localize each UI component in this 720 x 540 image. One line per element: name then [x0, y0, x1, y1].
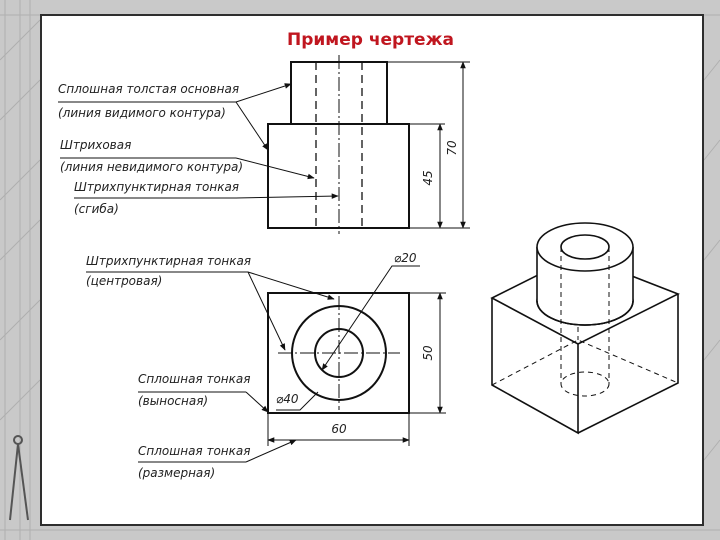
- label-thin-extension: Сплошная тонкая: [138, 372, 251, 386]
- isometric-view: [490, 222, 680, 435]
- label-dashdot-bend: Штрихпунктирная тонкая: [74, 180, 240, 194]
- page-title: Пример чертежа: [287, 30, 454, 50]
- iso-box-left: [491, 298, 579, 435]
- dimension-70: 70: [445, 140, 459, 156]
- label-main-line-text: Сплошная толстая основная: [58, 82, 240, 96]
- dimension-diameter-20: ⌀20: [394, 251, 417, 265]
- leader-diameter-40: [276, 391, 319, 411]
- front-view-dimensions: [387, 61, 470, 229]
- front-view: [267, 55, 410, 234]
- label-dashdot-center-note: (центровая): [86, 274, 163, 288]
- iso-box-hidden: [491, 339, 679, 386]
- top-view: [267, 292, 410, 414]
- label-thin-dimension: Сплошная тонкая: [138, 444, 251, 458]
- top-view-dimensions: [267, 265, 446, 446]
- label-dashdot-bend-note: (сгиба): [74, 202, 119, 216]
- dimension-45: 45: [421, 170, 435, 185]
- label-leaders: [58, 83, 339, 463]
- label-main-line: Сплошная толстая основная: [58, 82, 239, 96]
- iso-box-right: [577, 294, 679, 434]
- dimension-50: 50: [421, 345, 435, 361]
- label-thin-dimension-note: (размерная): [138, 466, 216, 480]
- dimension-60: 60: [331, 422, 347, 436]
- iso-cylinder-top: [536, 222, 634, 272]
- compass-icon: [9, 435, 29, 521]
- label-thin-extension-note: (выносная): [138, 394, 209, 408]
- label-main-line-note: (линия видимого контура): [58, 106, 226, 120]
- iso-hole-bottom: [560, 371, 610, 397]
- label-dashed-line-note: (линия невидимого контура): [60, 160, 244, 174]
- top-view-box: [267, 292, 410, 414]
- label-dashed-line: Штриховая: [60, 138, 132, 152]
- label-dashdot-center: Штрихпунктирная тонкая: [86, 254, 252, 268]
- front-view-cylinder: [290, 61, 388, 125]
- dimension-diameter-40: ⌀40: [276, 392, 299, 406]
- leader-diameter-20: [321, 265, 420, 371]
